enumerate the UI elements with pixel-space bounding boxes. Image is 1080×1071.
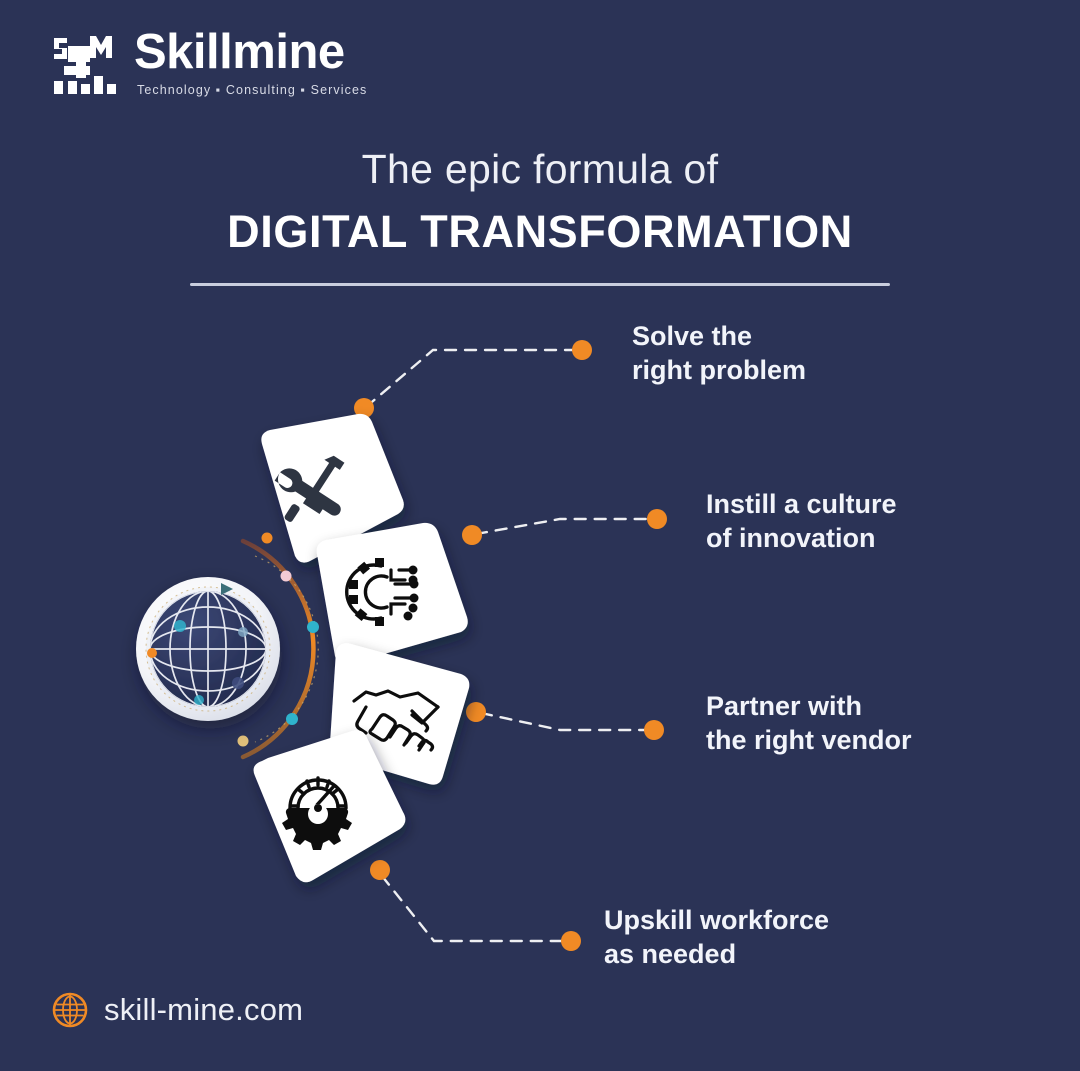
step-label-partner-with-the-right-vendor: Partner with the right vendor xyxy=(706,691,912,756)
globe-sphere-icon xyxy=(150,591,266,707)
footer-website[interactable]: skill-mine.com xyxy=(52,992,303,1028)
page-title: The epic formula of DIGITAL TRANSFORMATI… xyxy=(0,146,1080,287)
brand-logo[interactable]: Skillmine Technology ▪ Consulting ▪ Serv… xyxy=(50,28,367,98)
step-petal-3[interactable] xyxy=(253,730,406,883)
title-divider xyxy=(190,283,890,287)
center-globe xyxy=(136,577,280,721)
orbit-arc-icon xyxy=(237,532,319,760)
connector-group xyxy=(354,340,667,951)
step-petal-0[interactable] xyxy=(261,413,404,563)
step-label-upskill-workforce-as-needed: Upskill workforce as needed xyxy=(604,905,830,970)
step-petal-1[interactable] xyxy=(316,522,468,665)
connector-dot xyxy=(647,509,667,529)
brand-tagline: Technology ▪ Consulting ▪ Services xyxy=(137,83,368,97)
connector-dot xyxy=(370,860,390,880)
connector-line-2 xyxy=(466,702,664,740)
globe-icon xyxy=(52,992,88,1028)
connector-dot xyxy=(572,340,592,360)
connector-dot xyxy=(462,525,482,545)
connector-dot xyxy=(354,398,374,418)
step-petal-2[interactable] xyxy=(329,643,470,785)
footer-url-text: skill-mine.com xyxy=(104,992,304,1027)
tools-wrench-screwdriver-icon xyxy=(274,455,345,522)
connector-line-3 xyxy=(370,860,581,951)
handshake-icon xyxy=(352,689,440,752)
connector-dot xyxy=(644,720,664,740)
connector-line-1 xyxy=(462,509,667,545)
speedometer-gear-icon xyxy=(282,776,352,850)
step-label-instill-a-culture-of-innovation: Instill a culture of innovation xyxy=(706,489,897,554)
connector-dot xyxy=(561,931,581,951)
connector-line-0 xyxy=(354,340,592,418)
step-label-solve-the-right-problem: Solve the right problem xyxy=(632,321,806,386)
skillmine-blocks-icon xyxy=(54,36,116,94)
gear-circuit-icon xyxy=(345,558,419,626)
brand-wordmark: Skillmine xyxy=(134,25,345,79)
title-headline: DIGITAL TRANSFORMATION xyxy=(227,206,853,258)
connector-dot xyxy=(466,702,486,722)
title-subline: The epic formula of xyxy=(361,146,719,192)
brand-logo-text: Skillmine Technology ▪ Consulting ▪ Serv… xyxy=(134,25,368,98)
